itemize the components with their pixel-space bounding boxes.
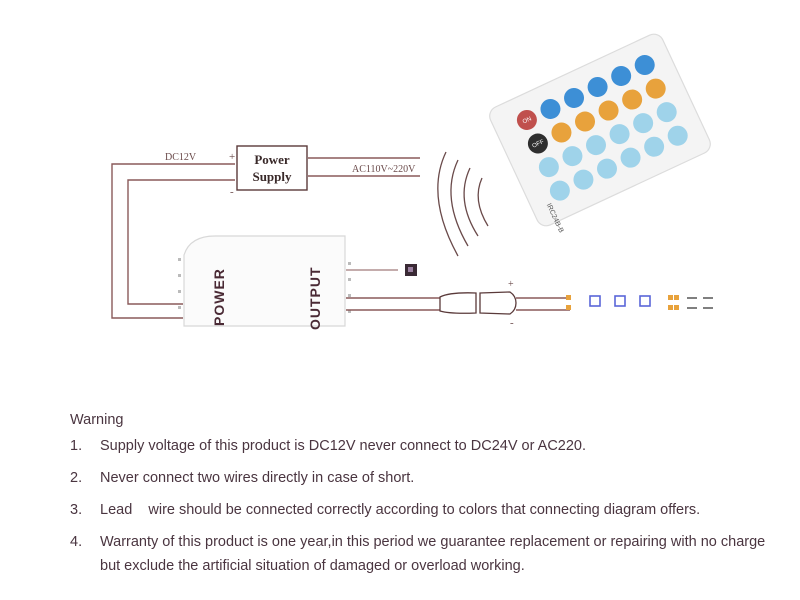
warning-item-text: Lead wire should be connected correctly … xyxy=(100,502,701,518)
remote-key xyxy=(656,102,677,123)
led-chip xyxy=(614,295,626,307)
remote-key xyxy=(575,111,596,132)
remote-key xyxy=(609,124,630,145)
power-supply-label-line1: Power xyxy=(254,152,290,167)
warning-item-text: Warranty of this product is one year,in … xyxy=(100,534,766,574)
remote-key xyxy=(538,157,559,178)
remote-key xyxy=(564,87,585,108)
remote-off-label: OFF xyxy=(532,139,546,150)
warning-item: 1. Supply voltage of this product is DC1… xyxy=(70,434,770,458)
warning-item: 3. Lead wire should be connected correct… xyxy=(70,498,770,522)
ac-wires xyxy=(308,157,420,177)
remote-key xyxy=(587,76,608,97)
led-chip xyxy=(639,295,651,307)
remote-key xyxy=(598,100,619,121)
warning-item-number: 1. xyxy=(70,438,83,454)
controller-box xyxy=(183,235,346,327)
remote-key xyxy=(634,55,655,76)
warning-item-number: 4. xyxy=(70,534,83,550)
output-wires xyxy=(346,297,570,311)
remote-key xyxy=(667,125,688,146)
remote-key xyxy=(586,135,607,156)
warning-item: 2. Never connect two wires directly in c… xyxy=(70,466,770,490)
remote-key xyxy=(620,147,641,168)
remote-key xyxy=(611,65,632,86)
dc-label: DC12V xyxy=(165,152,197,163)
wire-connector xyxy=(439,291,517,315)
warning-title: Warning xyxy=(70,412,124,428)
wiring-diagram: Power Supply DC12V + - AC110V~220V POWER… xyxy=(111,33,713,330)
remote-key xyxy=(516,109,537,130)
power-supply-box xyxy=(236,145,308,191)
remote-key xyxy=(622,89,643,110)
remote-key xyxy=(645,78,666,99)
minus-sign: - xyxy=(230,186,234,198)
remote-key xyxy=(644,136,665,157)
remote-key xyxy=(633,113,654,134)
power-supply-label-line2: Supply xyxy=(252,169,292,184)
remote-on-label: ON xyxy=(522,116,533,125)
warning-item-text: Supply voltage of this product is DC12V … xyxy=(100,438,587,454)
warning-section: Warning 1. Supply voltage of this produc… xyxy=(70,412,770,586)
connector-plus: + xyxy=(508,279,514,290)
warning-list: 1. Supply voltage of this product is DC1… xyxy=(70,434,770,578)
warning-item-text: Never connect two wires directly in case… xyxy=(100,470,415,486)
ir-signal-waves xyxy=(437,151,489,257)
remote-key xyxy=(562,146,583,167)
led-chip xyxy=(589,295,601,307)
remote-key xyxy=(540,98,561,119)
ac-label: AC110V~220V xyxy=(352,164,416,175)
remote-key xyxy=(596,158,617,179)
warning-item: 4. Warranty of this product is one year,… xyxy=(70,530,770,578)
connector-minus: - xyxy=(510,317,514,329)
remote-key xyxy=(527,133,548,154)
remote-key xyxy=(551,122,572,143)
remote-key xyxy=(549,180,570,201)
controller-output-label: OUTPUT xyxy=(307,266,323,330)
controller-power-label: POWER xyxy=(211,268,227,326)
warning-item-number: 3. xyxy=(70,502,83,518)
dc-wires xyxy=(111,163,235,319)
led-strip xyxy=(566,295,713,310)
warning-item-number: 2. xyxy=(70,470,83,486)
remote-key xyxy=(573,169,594,190)
plus-sign: + xyxy=(229,151,235,163)
